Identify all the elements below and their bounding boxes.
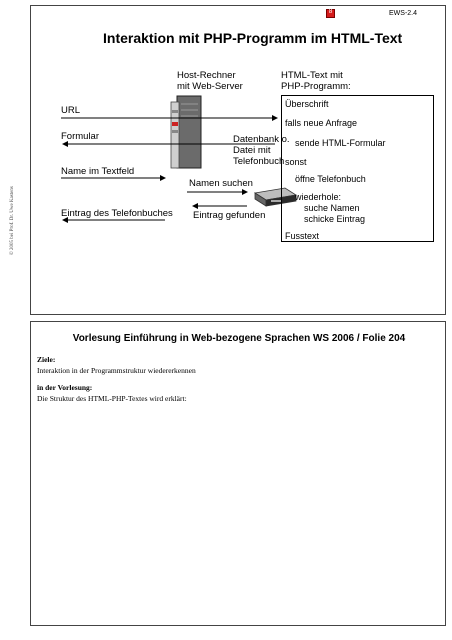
badge-number: 8	[328, 9, 333, 15]
vorlesung-heading: in der Vorlesung:	[37, 383, 93, 392]
database-label-line-3: Telefonbuch	[233, 156, 285, 167]
slide-badge: 8	[326, 9, 335, 18]
program-line-suche: suche Namen	[304, 203, 360, 213]
arrow-label-name-textfeld: Name im Textfeld	[61, 166, 135, 177]
notes-title: Vorlesung Einführung in Web-bezogene Spr…	[72, 333, 406, 344]
program-line-sonst: sonst	[285, 157, 307, 167]
program-line-oeffne: öffne Telefonbuch	[295, 174, 366, 184]
vorlesung-text: Die Struktur des HTML-PHP-Textes wird er…	[37, 394, 187, 403]
arrow-label-namen-suchen: Namen suchen	[189, 178, 253, 189]
server-icon	[170, 95, 202, 169]
host-label-line-2: mit Web-Server	[177, 81, 243, 92]
arrow-label-formular: Formular	[61, 131, 100, 142]
database-label-line-2: Datei mit	[233, 145, 271, 156]
ziele-text: Interaktion in der Programmstruktur wied…	[37, 366, 196, 375]
database-device-icon	[253, 187, 298, 207]
program-line-ueberschrift: Überschrift	[285, 99, 329, 109]
diagram-graphics	[61, 95, 298, 223]
arrow-label-url: URL	[61, 105, 81, 116]
arrow-label-eintrag: Eintrag des Telefonbuches	[61, 208, 173, 219]
program-line-fusstext: Fusstext	[285, 231, 320, 241]
copyright-notice: © 2005 bei Prof. Dr. Uwe Kastens	[10, 186, 15, 255]
program-box: Überschrift falls neue Anfrage sende HTM…	[281, 95, 434, 242]
notes-panel: Vorlesung Einführung in Web-bezogene Spr…	[30, 321, 446, 626]
slide-panel: EWS-2.4 8 Interaktion mit PHP-Programm i…	[30, 5, 446, 315]
host-label-line-1: Host-Rechner	[177, 70, 236, 81]
program-line-sende: sende HTML-Formular	[295, 138, 386, 148]
database-label-line-1: Datenbank o.	[233, 134, 290, 145]
program-line-wiederhole: wiederhole:	[295, 192, 342, 202]
program-line-falls: falls neue Anfrage	[285, 118, 358, 128]
arrow-label-eintrag-gefunden: Eintrag gefunden	[193, 210, 266, 221]
slide-id: EWS-2.4	[389, 10, 418, 17]
ziele-heading: Ziele:	[37, 355, 56, 364]
program-header-line-2: PHP-Programm:	[281, 81, 351, 92]
program-line-schicke: schicke Eintrag	[304, 214, 366, 224]
slide-title: Interaktion mit PHP-Programm im HTML-Tex…	[103, 30, 403, 46]
program-header-line-1: HTML-Text mit	[281, 70, 343, 81]
